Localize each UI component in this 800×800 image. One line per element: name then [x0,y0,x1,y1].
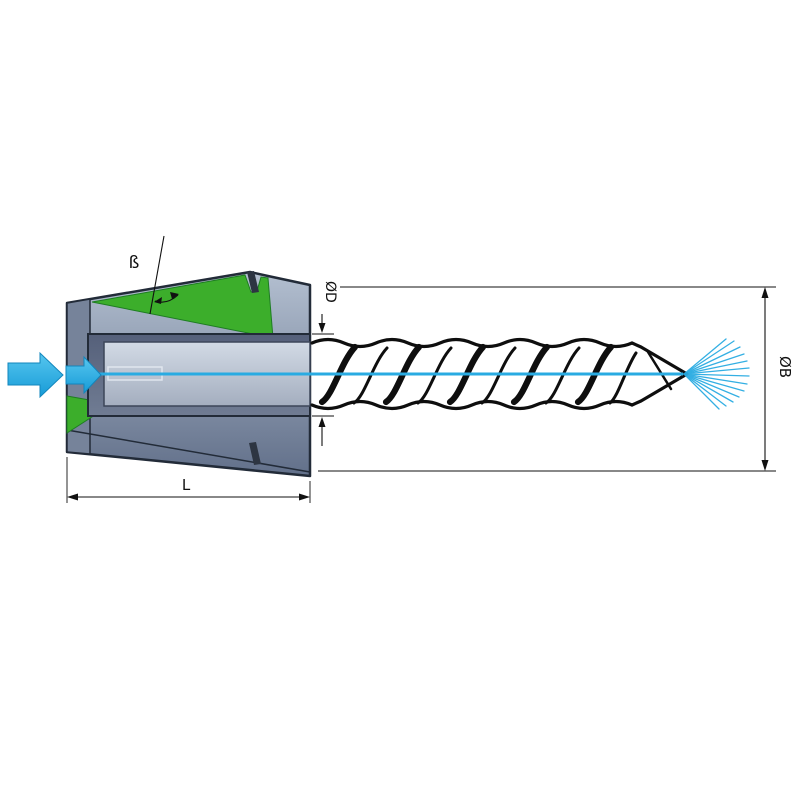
drill-bottom-edge [310,399,634,411]
collet-slot-top [247,271,259,293]
dim-arrow-left [67,493,78,501]
coolant-arrow-large [7,351,64,399]
collet-slot-bottom [249,442,261,465]
angle-arc-arrow-right [170,292,179,299]
dimension-taper-angle: ß [129,235,179,315]
length-label: L [182,476,191,494]
drill-flutes [318,343,638,406]
dim-arrow-up [318,417,326,427]
dim-arrow-down [761,460,769,471]
coolant-spray [683,338,750,410]
collet-band-line [66,429,311,473]
collet-section-green-upper [91,274,274,339]
dim-arrow-down [318,323,326,333]
angle-arc-arrow-left [154,297,162,304]
body-diameter-label: ØB [776,356,794,378]
dim-arrow-up [761,287,769,298]
drill-top-edge [310,337,634,349]
dimension-body-diameter: ØB [318,286,794,472]
dim-arrow-right [299,493,310,501]
dimension-bore-diameter: ØD [312,281,338,446]
coolant-flow-arrows [7,351,102,399]
taper-angle-label: ß [129,253,140,273]
bore-diameter-label: ØD [322,281,338,303]
dimension-length: L [66,457,311,503]
coolant-arrow-small [65,355,102,395]
drill-tip-facet [646,350,673,391]
